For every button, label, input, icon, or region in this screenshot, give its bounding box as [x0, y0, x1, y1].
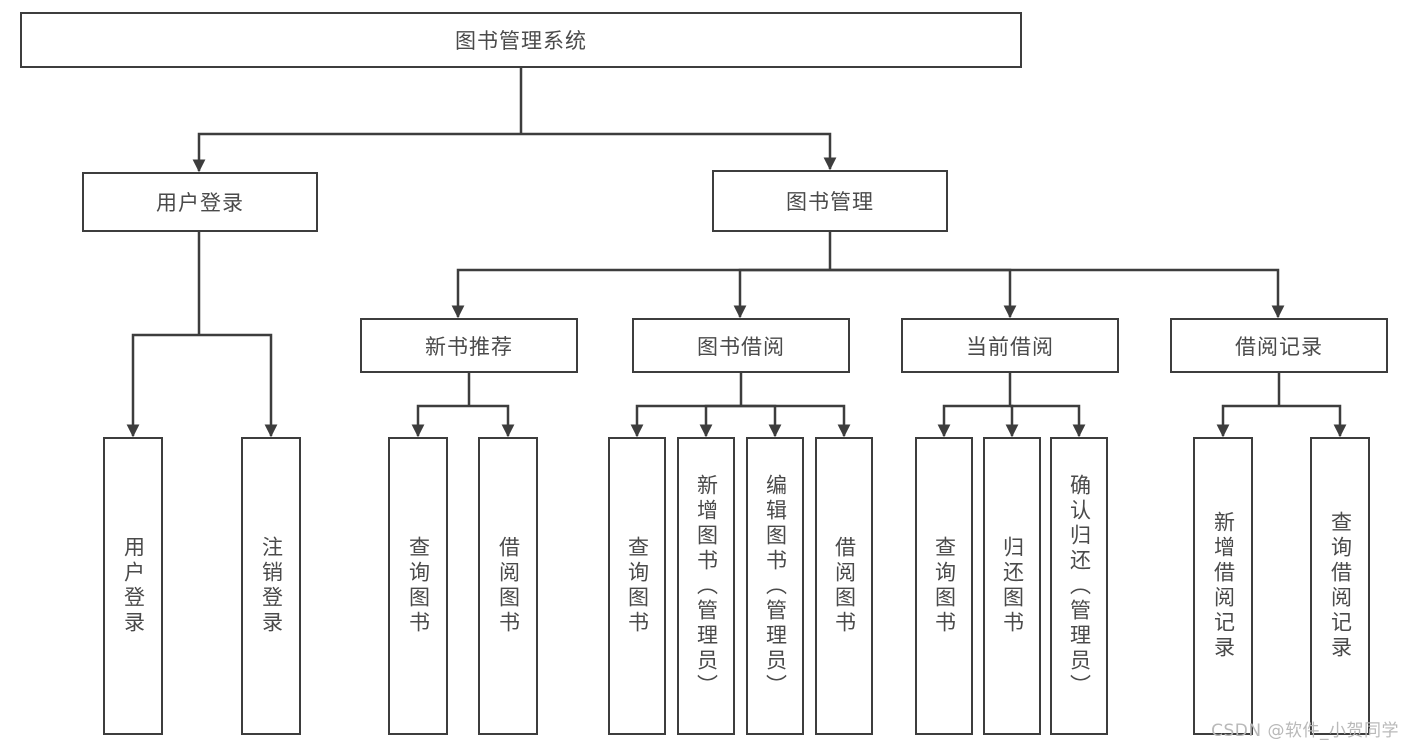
leaf-node-7[interactable]: 借阅图书: [815, 437, 873, 735]
leaf-node-1[interactable]: 注销登录: [241, 437, 301, 735]
edge-图书借阅-to-新增图书: [699, 404, 741, 438]
edge-图书管理系统-to-图书管理: [521, 132, 837, 171]
leaf-node-12[interactable]: 查询借阅记录: [1310, 437, 1370, 735]
leaf-node-3[interactable]: 借阅图书: [478, 437, 538, 735]
level2-node-1[interactable]: 图书管理: [712, 170, 948, 232]
node-label: 借阅图书: [496, 536, 521, 636]
node-label: 注销登录: [259, 536, 284, 636]
edge-图书管理系统-to-用户登录: [192, 132, 521, 173]
edge-当前借阅-to-确认归还: [1010, 404, 1086, 438]
leaf-node-2[interactable]: 查询图书: [388, 437, 448, 735]
node-label: 用户登录: [121, 536, 146, 636]
leaf-node-9[interactable]: 归还图书: [983, 437, 1041, 735]
level3-node-2[interactable]: 当前借阅: [901, 318, 1119, 373]
edge-当前借阅-to-查询图书: [937, 404, 1010, 438]
edge-借阅记录-to-新增借阅记录: [1216, 404, 1279, 438]
node-label: 用户登录: [156, 191, 244, 215]
edge-新书推荐-to-查询图书: [411, 404, 469, 438]
connector-lines: [126, 68, 1347, 438]
leaf-node-11[interactable]: 新增借阅记录: [1193, 437, 1253, 735]
leaf-node-0[interactable]: 用户登录: [103, 437, 163, 735]
node-label: 新书推荐: [425, 334, 513, 359]
edge-借阅记录-to-查询借阅记录: [1279, 404, 1347, 438]
node-label: 图书管理: [786, 190, 874, 214]
edge-图书管理-to-当前借阅: [830, 268, 1017, 319]
edge-用户登录-to-注销登录: [199, 333, 278, 438]
edge-图书管理-to-图书借阅: [733, 268, 830, 319]
edge-用户登录-to-用户登录: [126, 333, 199, 438]
node-label: 查询借阅记录: [1328, 511, 1353, 661]
level3-node-1[interactable]: 图书借阅: [632, 318, 850, 373]
node-label: 归还图书: [1000, 536, 1025, 636]
edge-当前借阅-to-归还图书: [1005, 404, 1019, 438]
node-label: 新增图书（管理员）: [694, 473, 719, 699]
leaf-node-10[interactable]: 确认归还（管理员）: [1050, 437, 1108, 735]
node-label: 编辑图书（管理员）: [763, 473, 788, 699]
leaf-node-8[interactable]: 查询图书: [915, 437, 973, 735]
node-label: 图书管理系统: [455, 29, 587, 53]
edge-图书借阅-to-查询图书: [630, 404, 741, 438]
level2-node-0[interactable]: 用户登录: [82, 172, 318, 232]
leaf-node-5[interactable]: 新增图书（管理员）: [677, 437, 735, 735]
node-label: 查询图书: [932, 536, 957, 636]
node-label: 图书借阅: [697, 334, 785, 359]
node-label: 确认归还（管理员）: [1067, 473, 1092, 699]
node-label: 当前借阅: [966, 334, 1054, 359]
node-label: 查询图书: [625, 536, 650, 636]
leaf-node-6[interactable]: 编辑图书（管理员）: [746, 437, 804, 735]
root-node-0[interactable]: 图书管理系统: [20, 12, 1022, 68]
leaf-node-4[interactable]: 查询图书: [608, 437, 666, 735]
node-label: 借阅记录: [1235, 334, 1323, 359]
node-label: 查询图书: [406, 536, 431, 636]
edge-新书推荐-to-借阅图书: [469, 404, 515, 438]
level3-node-0[interactable]: 新书推荐: [360, 318, 578, 373]
edge-图书借阅-to-编辑图书: [741, 404, 782, 438]
edge-图书管理-to-借阅记录: [830, 268, 1285, 319]
node-label: 借阅图书: [832, 536, 857, 636]
edge-图书管理-to-新书推荐: [451, 268, 830, 319]
node-label: 新增借阅记录: [1211, 511, 1236, 661]
watermark-label: CSDN @软件_小贺同学: [1211, 721, 1399, 741]
edge-图书借阅-to-借阅图书: [741, 404, 851, 438]
level3-node-3[interactable]: 借阅记录: [1170, 318, 1388, 373]
